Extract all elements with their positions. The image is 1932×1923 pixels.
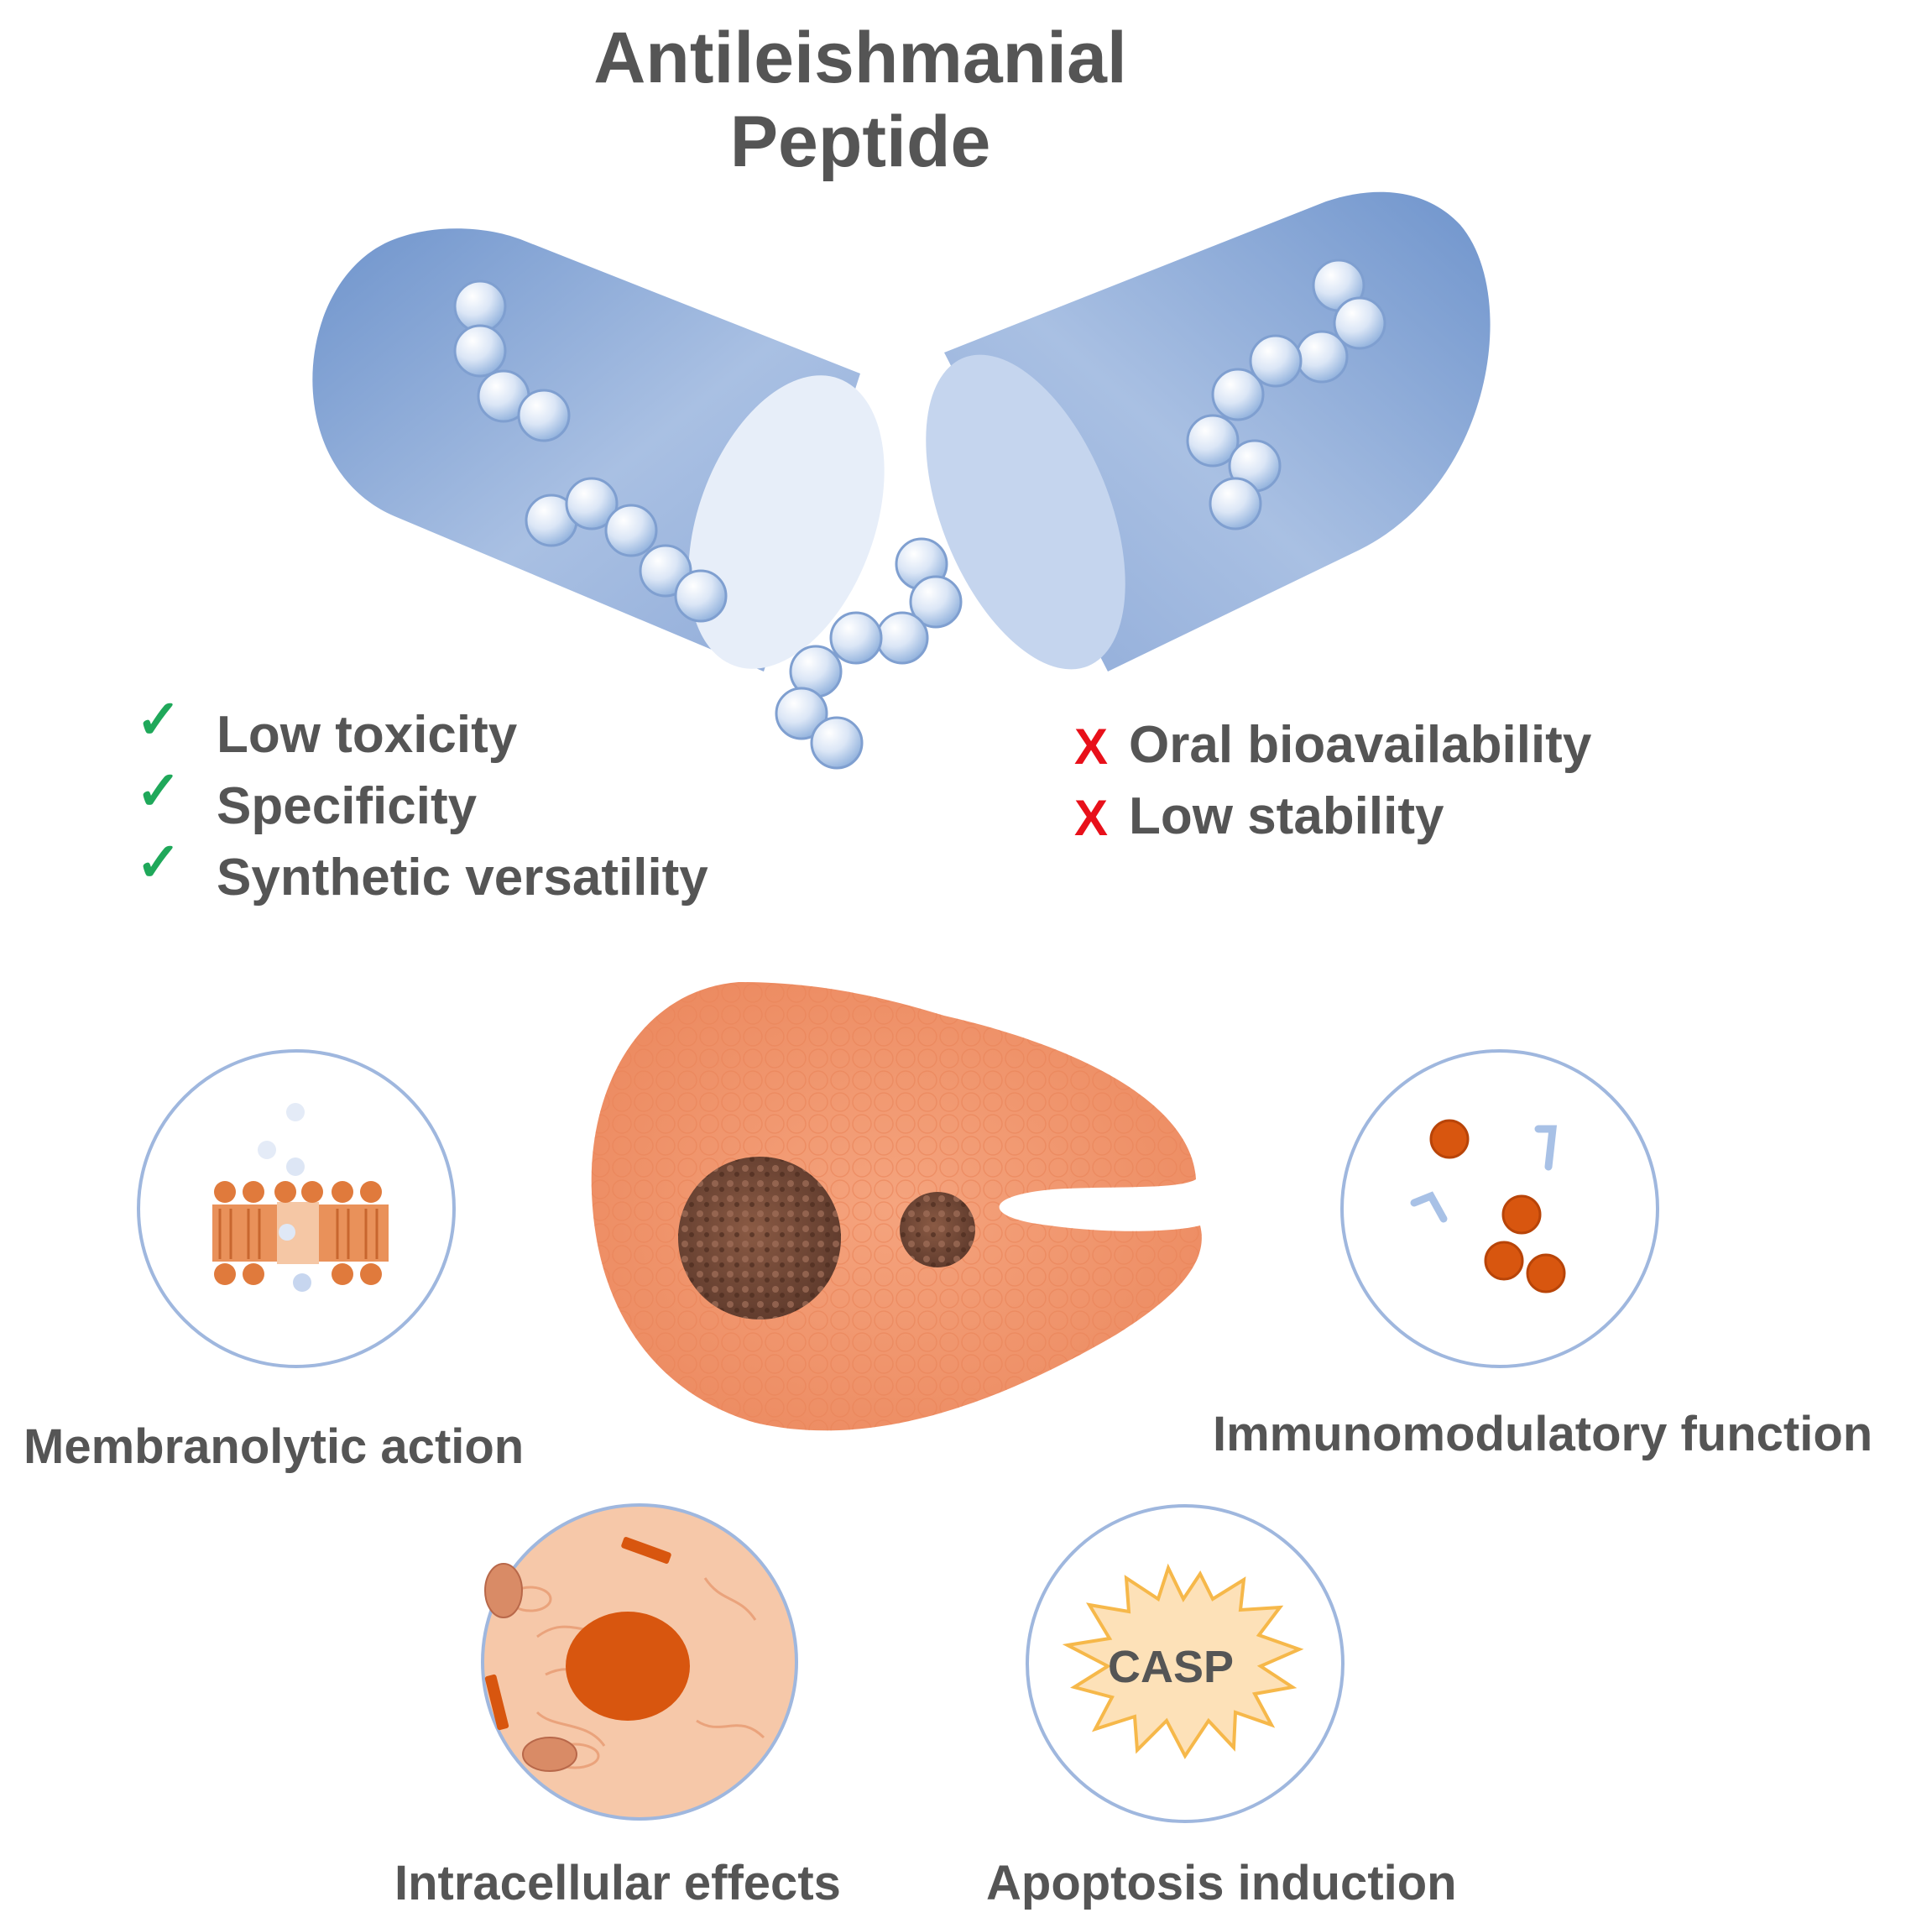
membranolytic-label: Membranolytic action	[23, 1419, 525, 1474]
intracellular-label: Intracellular effects	[394, 1856, 841, 1910]
membranolytic-panel	[137, 1049, 456, 1368]
advantage-item: Low toxicity	[217, 706, 518, 764]
intracellular-panel	[481, 1503, 798, 1821]
advantage-item: Synthetic versatility	[217, 849, 708, 907]
cross-icon: X	[1074, 790, 1109, 846]
disadvantage-item: Oral bioavailability	[1129, 716, 1592, 774]
title-line-1: Antileishmanial	[593, 18, 1127, 98]
check-icon: ✓	[136, 760, 181, 821]
check-icon: ✓	[136, 832, 181, 892]
advantage-item: Specificity	[217, 777, 478, 835]
casp-starburst	[1062, 1563, 1304, 1759]
check-icon: ✓	[136, 689, 181, 750]
title-line-2: Peptide	[729, 102, 991, 182]
capsule-left-half	[312, 228, 885, 671]
immunomodulatory-panel	[1340, 1049, 1659, 1368]
disadvantage-item: Low stability	[1129, 787, 1444, 845]
cross-icon: X	[1074, 719, 1109, 775]
apoptosis-label: Apoptosis induction	[986, 1856, 1457, 1910]
peptide-chains	[453, 259, 1386, 770]
casp-label: CASP	[1108, 1642, 1235, 1692]
parasite-cell	[591, 982, 1202, 1431]
immunomodulatory-label: Immunomodulatory function	[1213, 1407, 1873, 1461]
apoptosis-panel	[1026, 1504, 1345, 1823]
